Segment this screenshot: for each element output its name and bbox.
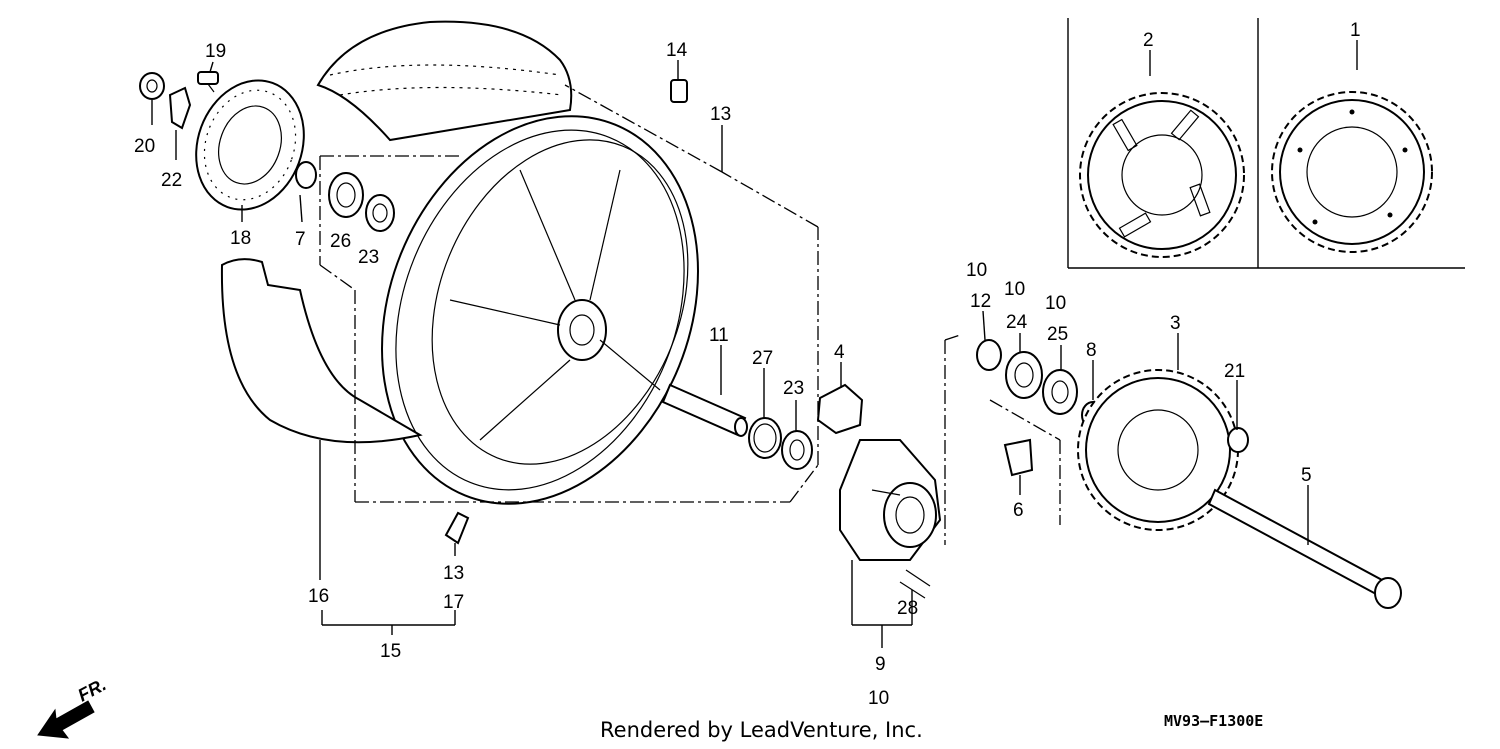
callout-23-right: 23 xyxy=(783,378,804,399)
callout-20: 20 xyxy=(134,136,155,157)
callout-23-left: 23 xyxy=(358,247,379,268)
nut-21 xyxy=(1227,427,1249,453)
callout-26: 26 xyxy=(330,231,351,252)
callout-12: 12 xyxy=(970,291,991,312)
driven-flange xyxy=(839,439,942,599)
sprocket-1 xyxy=(1271,91,1433,253)
callout-7: 7 xyxy=(295,229,306,250)
bolt-19 xyxy=(197,71,219,93)
callout-8: 8 xyxy=(1086,340,1097,361)
callout-22: 22 xyxy=(161,170,182,191)
valve-stem xyxy=(444,511,470,545)
callout-16: 16 xyxy=(308,586,329,607)
damper-rubber xyxy=(816,383,864,435)
callout-14: 14 xyxy=(666,40,688,61)
callout-1: 1 xyxy=(1350,20,1361,41)
sprocket-variant-panels xyxy=(1067,18,1465,269)
callout-15: 15 xyxy=(380,641,401,662)
callout-24: 24 xyxy=(1006,312,1028,333)
oil-seal-27 xyxy=(748,417,782,459)
callout-11: 11 xyxy=(709,325,729,346)
bearing-25 xyxy=(1042,369,1078,415)
callout-25: 25 xyxy=(1047,324,1068,345)
callout-19: 19 xyxy=(205,41,226,62)
render-credit: Rendered by LeadVenture, Inc. xyxy=(600,718,923,742)
nut-20 xyxy=(139,72,165,100)
collar-7 xyxy=(295,161,317,189)
rim-band xyxy=(220,258,423,444)
balance-weight xyxy=(670,79,688,103)
callout-13-valve: 13 xyxy=(443,563,464,584)
diagram-code: MV93–F1300E xyxy=(1164,712,1263,730)
callout-27: 27 xyxy=(752,348,773,369)
sprocket-2 xyxy=(1079,92,1245,258)
callout-13-rim: 13 xyxy=(710,104,731,125)
callout-10-collar: 10 xyxy=(966,260,987,281)
front-direction-indicator: FR. xyxy=(37,674,109,739)
front-direction-label: FR. xyxy=(74,674,109,705)
assembly-outline-lines xyxy=(319,84,1061,545)
callout-10-bearing-24: 10 xyxy=(1004,279,1025,300)
callout-17: 17 xyxy=(443,592,464,613)
callout-9: 9 xyxy=(875,654,886,675)
bearing-24 xyxy=(1005,351,1043,399)
collar-12 xyxy=(976,339,1002,371)
lock-plate-22 xyxy=(168,86,192,130)
callout-3: 3 xyxy=(1170,313,1181,334)
distance-collar-11 xyxy=(661,383,748,437)
wheel-rim xyxy=(381,115,699,505)
callout-10-bearing-25: 10 xyxy=(1045,293,1066,314)
callout-5: 5 xyxy=(1301,465,1312,486)
tire xyxy=(316,20,573,142)
bearing-26 xyxy=(328,172,364,218)
rear-axle xyxy=(1207,488,1402,609)
leader-lines xyxy=(151,40,1358,648)
driven-sprocket-3 xyxy=(1077,369,1239,531)
front-arrow-icon xyxy=(37,700,95,739)
callout-21: 21 xyxy=(1224,361,1245,382)
bearing-23-left xyxy=(365,194,395,232)
callout-numbers: 1 2 3 4 5 6 7 8 9 10 10 10 10 11 12 13 1… xyxy=(134,20,1361,709)
collar-6 xyxy=(1003,438,1034,477)
callout-4: 4 xyxy=(834,342,845,363)
callout-10-flange: 10 xyxy=(868,688,889,709)
callout-28: 28 xyxy=(897,598,918,619)
callout-18: 18 xyxy=(230,228,251,249)
bearing-23-right xyxy=(781,430,813,470)
callout-2: 2 xyxy=(1143,30,1154,51)
callout-6: 6 xyxy=(1013,500,1024,521)
brake-disc xyxy=(195,79,305,211)
